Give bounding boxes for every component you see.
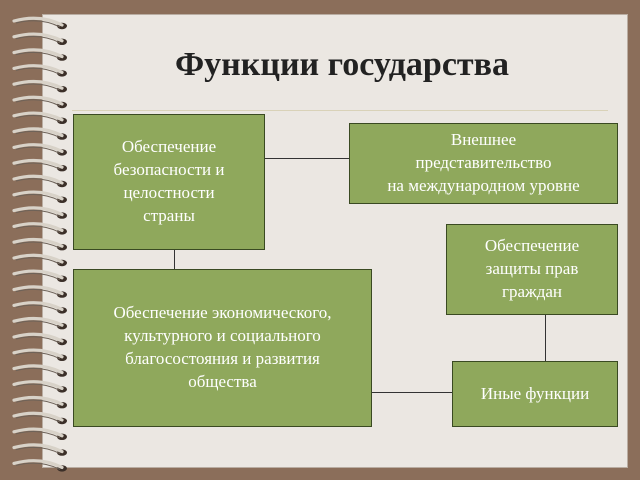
binding-ring-icon	[12, 174, 67, 188]
connector-security-economic	[174, 249, 175, 270]
title-divider	[72, 110, 608, 111]
binding-ring-icon	[12, 32, 67, 45]
binding-ring-icon	[12, 285, 67, 298]
binding-ring-icon	[12, 127, 67, 140]
binding-ring-icon	[12, 380, 67, 393]
binding-ring-icon	[12, 111, 67, 125]
binding-ring-icon	[12, 395, 67, 409]
binding-ring-icon	[12, 427, 67, 440]
binding-ring-icon	[12, 48, 67, 61]
function-economic-box: Обеспечение экономического, культурного …	[73, 269, 372, 427]
function-external-box: Внешнее представительство на международн…	[349, 123, 618, 204]
connector-rights-other	[545, 314, 546, 362]
binding-ring-icon	[12, 143, 67, 156]
binding-ring-icon	[12, 332, 67, 346]
binding-ring-icon	[12, 301, 67, 314]
binding-ring-icon	[12, 253, 67, 267]
connector-economic-other	[371, 392, 453, 393]
binding-ring-icon	[12, 316, 67, 330]
binding-ring-icon	[12, 206, 67, 219]
binding-ring-icon	[12, 79, 67, 93]
function-rights-box: Обеспечение защиты прав граждан	[446, 224, 618, 315]
binding-ring-icon	[12, 64, 67, 77]
spiral-binding	[12, 16, 67, 472]
binding-ring-icon	[12, 222, 67, 235]
binding-ring-icon	[12, 348, 67, 361]
binding-ring-icon	[12, 443, 67, 456]
binding-ring-icon	[12, 269, 67, 282]
binding-ring-icon	[12, 190, 67, 203]
function-security-box: Обеспечение безопасности и целостности с…	[73, 114, 265, 250]
binding-ring-icon	[12, 158, 67, 172]
connector-security-external	[264, 158, 350, 159]
binding-ring-icon	[12, 364, 67, 377]
binding-ring-icon	[12, 95, 67, 109]
binding-ring-icon	[12, 237, 67, 251]
binding-ring-icon	[12, 459, 67, 472]
function-other-box: Иные функции	[452, 361, 618, 427]
page-title: Функции государства	[174, 46, 509, 83]
binding-ring-icon	[12, 16, 67, 30]
binding-ring-icon	[12, 411, 67, 425]
